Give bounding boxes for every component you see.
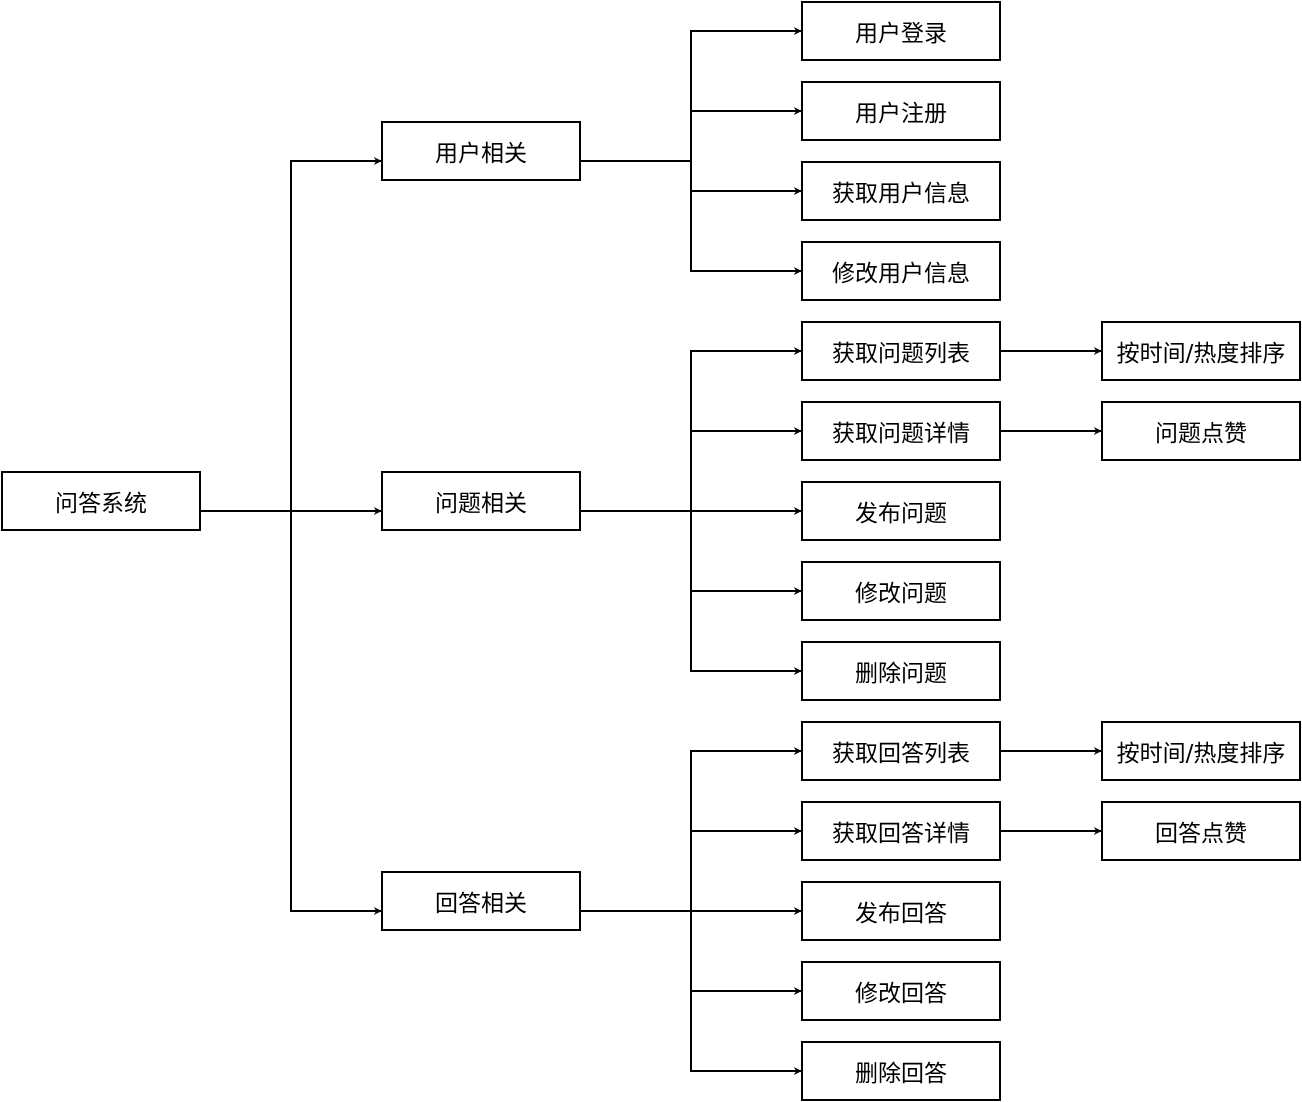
node-category-user-label: 用户相关 <box>435 141 527 167</box>
node-question-sort-label: 按时间/热度排序 <box>1116 341 1286 367</box>
node-answer-sort: 按时间/热度排序 <box>1101 721 1301 781</box>
connector-category-1-to-child-1 <box>581 427 802 512</box>
node-user-register-label: 用户注册 <box>855 101 947 127</box>
node-answer-list: 获取回答列表 <box>801 721 1001 781</box>
node-category-question-label: 问题相关 <box>435 491 527 517</box>
node-user-register: 用户注册 <box>801 81 1001 141</box>
node-answer-delete-label: 删除回答 <box>855 1061 947 1087</box>
node-answer-publish-label: 发布回答 <box>855 901 947 927</box>
node-answer-like: 回答点赞 <box>1101 801 1301 861</box>
node-user-edit-info: 修改用户信息 <box>801 241 1001 301</box>
node-root-label: 问答系统 <box>55 491 147 517</box>
node-answer-like-label: 回答点赞 <box>1155 821 1247 847</box>
node-question-like: 问题点赞 <box>1101 401 1301 461</box>
node-question-list: 获取问题列表 <box>801 321 1001 381</box>
node-answer-list-label: 获取回答列表 <box>832 741 970 767</box>
node-question-publish-label: 发布问题 <box>855 501 947 527</box>
node-answer-publish: 发布回答 <box>801 881 1001 941</box>
connector-category-0-to-child-1 <box>581 107 802 162</box>
node-user-get-info: 获取用户信息 <box>801 161 1001 221</box>
node-user-login: 用户登录 <box>801 1 1001 61</box>
node-answer-edit: 修改回答 <box>801 961 1001 1021</box>
connector-root-to-category-2 <box>201 510 382 915</box>
node-question-detail: 获取问题详情 <box>801 401 1001 461</box>
node-user-edit-info-label: 修改用户信息 <box>832 261 970 287</box>
node-user-get-info-label: 获取用户信息 <box>832 181 970 207</box>
node-root: 问答系统 <box>1 471 201 531</box>
node-answer-edit-label: 修改回答 <box>855 981 947 1007</box>
node-category-user: 用户相关 <box>381 121 581 181</box>
node-question-edit: 修改问题 <box>801 561 1001 621</box>
node-answer-sort-label: 按时间/热度排序 <box>1116 741 1286 767</box>
connector-category-1-to-child-4 <box>581 510 802 675</box>
node-question-detail-label: 获取问题详情 <box>832 421 970 447</box>
connector-category-2-to-child-1 <box>581 827 802 912</box>
node-category-answer-label: 回答相关 <box>435 891 527 917</box>
node-answer-delete: 删除回答 <box>801 1041 1001 1101</box>
node-answer-detail-label: 获取回答详情 <box>832 821 970 847</box>
node-question-like-label: 问题点赞 <box>1155 421 1247 447</box>
connector-category-2-to-child-4 <box>581 910 802 1075</box>
connector-category-0-to-child-3 <box>581 160 802 275</box>
node-question-sort: 按时间/热度排序 <box>1101 321 1301 381</box>
node-user-login-label: 用户登录 <box>855 21 947 47</box>
node-question-delete: 删除问题 <box>801 641 1001 701</box>
node-question-list-label: 获取问题列表 <box>832 341 970 367</box>
node-category-question: 问题相关 <box>381 471 581 531</box>
node-category-answer: 回答相关 <box>381 871 581 931</box>
node-question-delete-label: 删除问题 <box>855 661 947 687</box>
connector-root-to-category-0 <box>201 157 382 512</box>
node-question-publish: 发布问题 <box>801 481 1001 541</box>
connector-group <box>201 27 1102 1075</box>
node-question-edit-label: 修改问题 <box>855 581 947 607</box>
node-answer-detail: 获取回答详情 <box>801 801 1001 861</box>
